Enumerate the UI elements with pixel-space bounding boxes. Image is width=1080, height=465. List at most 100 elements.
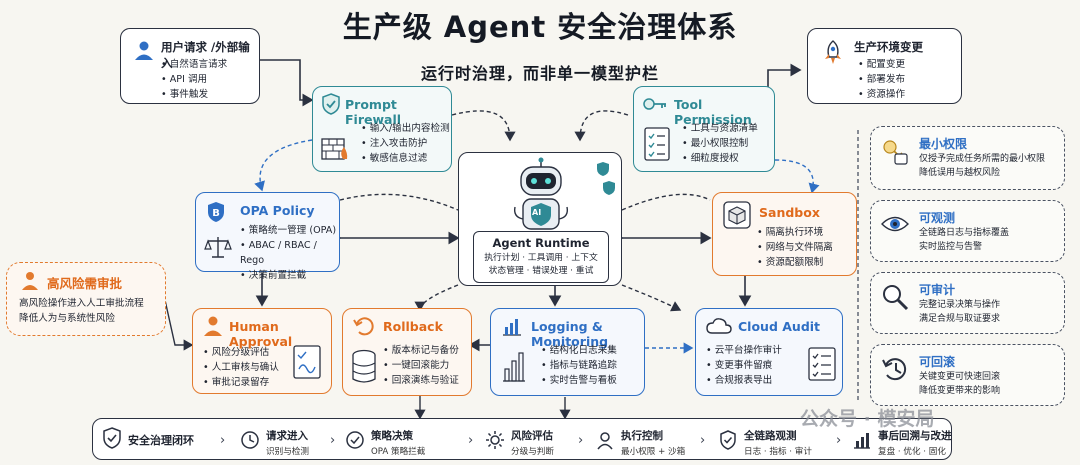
tool-permission-box: Tool Permission 工具与资源清单 最小权限控制 细粒度授权	[633, 86, 775, 172]
list-item: 人工审核与确认	[203, 360, 279, 375]
sandbox-cube-icon	[723, 201, 751, 229]
env-change-box: 生产环境变更 配置变更 部署发布 资源操作	[807, 28, 962, 104]
list-item: 隔离执行环境	[757, 225, 833, 240]
principle-line1: 关键变更可快速回滚	[919, 372, 1001, 382]
high-risk-line2: 降低人为与系统性风险	[19, 313, 115, 324]
list-item: 云平台操作审计	[706, 343, 782, 358]
opa-policy-box: B OPA Policy 策略统一管理 (OPA) ABAC / RBAC / …	[195, 192, 340, 281]
person-warning-icon	[22, 272, 38, 290]
opa-policy-title: OPA Policy	[240, 203, 315, 218]
list-item: 事件触发	[161, 87, 227, 102]
principle-observable: 可观测 全链路日志与指标覆盖 实时监控与告警	[870, 200, 1065, 262]
list-item: API 调用	[161, 72, 227, 87]
high-risk-box: 高风险需审批 高风险操作进入人工审批流程 降低人为与系统性风险	[6, 262, 166, 336]
small-shield-icon	[597, 162, 615, 195]
list-item: 回滚演练与验证	[383, 373, 459, 388]
logging-list: 结构化日志采集 指标与链路追踪 实时告警与看板	[541, 343, 617, 388]
prompt-firewall-list: 输入/输出内容检测 注入攻击防护 敏感信息过滤	[361, 121, 450, 166]
runtime-panel: Agent Runtime 执行计划 · 工具调用 · 上下文 状态管理 · 错…	[473, 231, 609, 283]
principle-line1: 仅授予完成任务所需的最小权限	[919, 154, 1046, 164]
step-sub: 最小权限 + 沙箱	[621, 447, 686, 457]
list-item: 变更事件留痕	[706, 358, 782, 373]
principle-title: 可回滚	[919, 355, 956, 369]
list-item: ABAC / RBAC / Rego	[240, 238, 339, 268]
human-approval-box: Human Approval 风险分级评估 人工审核与确认 审批记录留存	[192, 308, 332, 394]
cloud-audit-box: Cloud Audit 云平台操作审计 变更事件留痕 合规报表导出	[695, 308, 843, 396]
monitor-chart-icon	[503, 352, 525, 382]
list-item: 工具与资源清单	[682, 121, 758, 136]
principle-line2: 降低变更带来的影响	[919, 386, 1001, 396]
rollback-title: Rollback	[383, 319, 443, 334]
shield-check-icon	[720, 430, 736, 450]
user-control-icon	[597, 432, 613, 450]
principle-title: 可观测	[919, 211, 956, 225]
principle-line1: 全链路日志与指标覆盖	[919, 228, 1010, 238]
step-sub: OPA 策略拦截	[371, 447, 426, 457]
list-item: 网络与文件隔离	[757, 240, 833, 255]
magnifier-icon	[883, 285, 909, 311]
agent-runtime-box: AI Agent Runtime 执行计划 · 工具调用 · 上下文 状态管理 …	[458, 152, 622, 286]
svg-text:B: B	[212, 208, 220, 219]
step-sub: 复盘 · 优化 · 固化	[878, 447, 946, 457]
rollback-box: Rollback 版本标记与备份 一键回滚能力 回滚演练与验证	[342, 308, 472, 396]
rollback-icon	[353, 317, 374, 336]
page-subtitle: 运行时治理，而非单一模型护栏	[420, 64, 659, 83]
person-icon	[204, 316, 222, 336]
check-circle-icon	[346, 431, 364, 449]
human-approval-list: 风险分级评估 人工审核与确认 审批记录留存	[203, 345, 279, 390]
list-item: 决策前置拦截	[240, 268, 339, 283]
list-item: 审批记录留存	[203, 375, 279, 390]
sign-document-icon	[293, 345, 321, 379]
principle-line2: 满足合规与取证要求	[919, 314, 1001, 324]
audit-list-icon	[808, 347, 836, 381]
principle-line1: 完整记录决策与操作	[919, 300, 1001, 310]
step-sub: 分级与判断	[511, 447, 554, 457]
key-icon	[643, 98, 666, 110]
rollback-list: 版本标记与备份 一键回滚能力 回滚演练与验证	[383, 343, 459, 388]
list-item: 最小权限控制	[682, 136, 758, 151]
bar-chart-icon	[503, 319, 521, 336]
principle-least-privilege: 最小权限 仅授予完成任务所需的最小权限 降低误用与越权风险	[870, 126, 1065, 190]
flow-arrow: ›	[330, 433, 336, 448]
user-icon	[135, 41, 153, 60]
database-icon	[352, 349, 376, 383]
policy-shield-icon: B	[208, 202, 224, 222]
step-sub: 日志 · 指标 · 审计	[744, 447, 812, 457]
list-item: 版本标记与备份	[383, 343, 459, 358]
lock-key-icon	[883, 140, 908, 165]
list-item: 结构化日志采集	[541, 343, 617, 358]
principle-title: 可审计	[919, 283, 956, 297]
list-item: 资源操作	[858, 87, 905, 102]
principle-title: 最小权限	[919, 137, 968, 151]
step-title: 全链路观测	[744, 430, 797, 442]
chart-review-icon	[854, 433, 870, 449]
list-item: 资源配额限制	[757, 255, 833, 270]
list-item: 细粒度授权	[682, 151, 758, 166]
clock-icon	[241, 431, 259, 449]
runtime-line2: 状态管理 · 错误处理 · 重试	[488, 266, 594, 276]
flow-arrow: ›	[700, 433, 706, 448]
principle-line2: 实时监控与告警	[919, 242, 983, 252]
list-item: 注入攻击防护	[361, 136, 450, 151]
list-item: 指标与链路追踪	[541, 358, 617, 373]
principle-line2: 降低误用与越权风险	[919, 168, 1001, 178]
env-change-list: 配置变更 部署发布 资源操作	[858, 57, 905, 102]
loop-shield-icon	[103, 427, 121, 449]
flow-arrow: ›	[836, 433, 842, 448]
eye-icon	[881, 216, 909, 232]
list-item: 部署发布	[858, 72, 905, 87]
step-title: 事后回溯与改进	[878, 430, 952, 442]
user-input-list: 自然语言请求 API 调用 事件触发	[161, 57, 228, 102]
list-item: 合规报表导出	[706, 373, 782, 388]
step-title: 策略决策	[371, 430, 413, 442]
checklist-icon	[644, 127, 670, 161]
scale-icon	[204, 237, 232, 258]
step-title: 请求进入	[266, 430, 308, 442]
flow-arrow: ›	[578, 433, 584, 448]
cloud-audit-title: Cloud Audit	[738, 319, 821, 334]
list-item: 敏感信息过滤	[361, 151, 450, 166]
runtime-title: Agent Runtime	[492, 236, 590, 250]
governance-loop-bar	[92, 418, 952, 460]
gear-icon	[486, 431, 504, 449]
